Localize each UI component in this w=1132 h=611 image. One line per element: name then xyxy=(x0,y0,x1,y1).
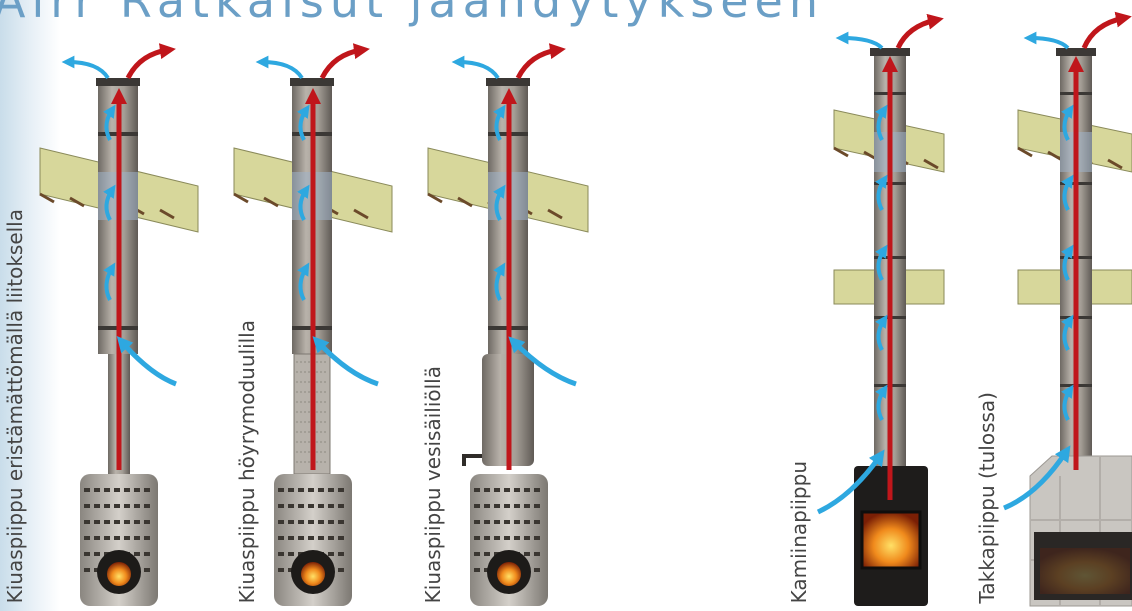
chimney-unit-2 xyxy=(233,43,393,606)
cool-air-exit-arrow xyxy=(451,55,500,80)
cool-air-exit-arrow xyxy=(1023,31,1070,50)
hot-air-exit-arrow xyxy=(319,43,370,80)
fire-window xyxy=(860,510,922,570)
fire xyxy=(497,562,521,586)
cool-air-exit-arrow xyxy=(835,31,884,50)
chimney-unit-4 xyxy=(816,13,945,606)
product-label: Kamiinapiippu xyxy=(787,460,811,603)
cool-air-inlet-arrow xyxy=(816,449,885,515)
fire xyxy=(107,562,131,586)
product-label: Kiuaspiippu höyrymoduulilla xyxy=(235,319,259,603)
product-label: Kiuaspiippu eristämättömällä liitoksella xyxy=(3,208,27,603)
hot-air-exit-arrow xyxy=(125,43,176,80)
chimney-unit-5 xyxy=(1003,11,1132,607)
cool-air-inlet-arrow xyxy=(508,336,577,387)
hot-air-exit-arrow xyxy=(515,43,566,80)
hot-air-exit-arrow xyxy=(1081,11,1132,50)
water-tap xyxy=(462,454,482,466)
cool-air-inlet-arrow xyxy=(312,336,379,387)
chimney-unit-1 xyxy=(39,43,199,606)
product-label: Takkapiippu (tulossa) xyxy=(975,391,999,603)
fire xyxy=(301,562,325,586)
cool-air-exit-arrow xyxy=(255,55,304,80)
product-label: Kiuaspiippu vesisäiliöllä xyxy=(421,365,445,603)
chimney-unit-3 xyxy=(427,43,589,606)
hot-air-exit-arrow xyxy=(895,13,944,50)
page-title: Airr Ratkaisut jäähdytykseen xyxy=(0,0,824,28)
cool-air-exit-arrow xyxy=(61,55,110,80)
background-gradient xyxy=(0,0,60,611)
cool-air-inlet-arrow xyxy=(116,335,177,387)
cool-air-inlet-arrow xyxy=(1003,445,1071,511)
